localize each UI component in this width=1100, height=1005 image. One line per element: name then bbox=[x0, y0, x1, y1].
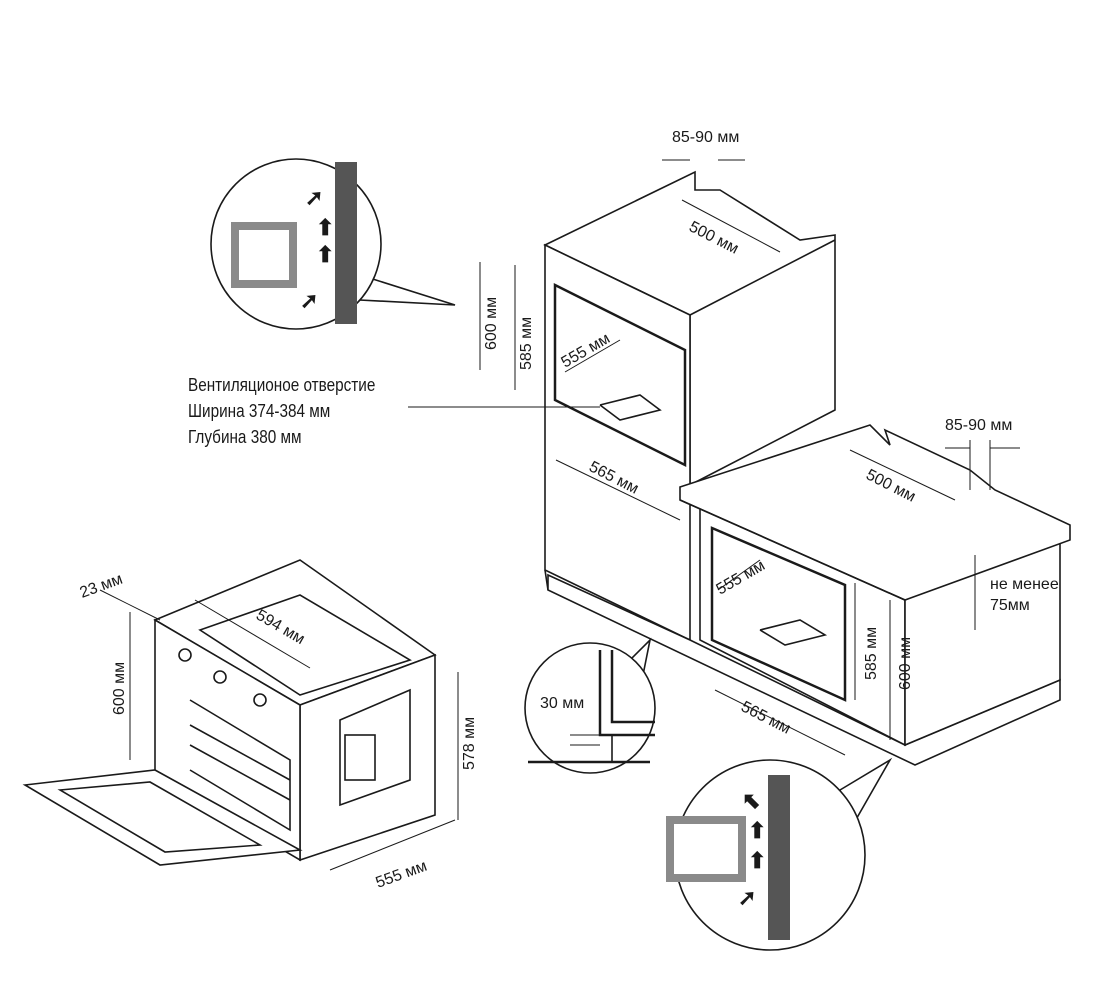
tall-height-outer-label: 600 мм bbox=[483, 297, 500, 350]
counter-min-label-1: не менее bbox=[990, 576, 1059, 593]
vent-opening-note: Вентиляционое отверстие Ширина 374-384 м… bbox=[188, 372, 375, 450]
svg-text:➚: ➚ bbox=[738, 885, 756, 910]
plinth-gap-label: 30 мм bbox=[540, 695, 584, 712]
vent-note-depth: Глубина 380 мм bbox=[188, 427, 302, 447]
svg-text:⬆: ⬆ bbox=[748, 848, 766, 873]
svg-text:⬉: ⬉ bbox=[742, 788, 760, 813]
tall-height-inner-label: 585 мм bbox=[518, 317, 535, 370]
oven-body-height-label: 578 мм bbox=[461, 717, 478, 770]
counter-gap-label: 85-90 мм bbox=[945, 417, 1012, 434]
svg-text:➚: ➚ bbox=[305, 185, 323, 210]
vent-detail-top: ➚ ⬆ ⬆ ➚ bbox=[210, 158, 456, 330]
counter-width-label: 565 мм bbox=[738, 698, 793, 737]
oven bbox=[22, 559, 437, 866]
svg-text:⬆: ⬆ bbox=[748, 818, 766, 843]
svg-text:⬆: ⬆ bbox=[316, 242, 334, 267]
svg-text:➚: ➚ bbox=[300, 288, 318, 313]
counter-height-outer-label: 600 мм bbox=[897, 637, 914, 690]
vent-detail-bottom: ⬉ ⬆ ⬆ ➚ bbox=[666, 757, 893, 951]
tall-cabinet bbox=[543, 170, 836, 642]
vent-note-title: Вентиляционое отверстие bbox=[188, 375, 376, 395]
svg-text:⬆: ⬆ bbox=[316, 215, 334, 240]
oven-height-label: 600 мм bbox=[111, 662, 128, 715]
counter-height-inner-label: 585 мм bbox=[863, 627, 880, 680]
oven-depth-label: 555 мм bbox=[374, 858, 430, 892]
tall-gap-label: 85-90 мм bbox=[672, 129, 739, 146]
dimension-lines bbox=[99, 159, 1020, 871]
plinth-detail bbox=[524, 637, 656, 774]
counter-min-label-2: 75мм bbox=[990, 597, 1030, 614]
counter-cabinet bbox=[547, 424, 1071, 766]
vent-note-width: Ширина 374-384 мм bbox=[188, 401, 331, 421]
oven-panel-label: 23 мм bbox=[78, 571, 125, 602]
